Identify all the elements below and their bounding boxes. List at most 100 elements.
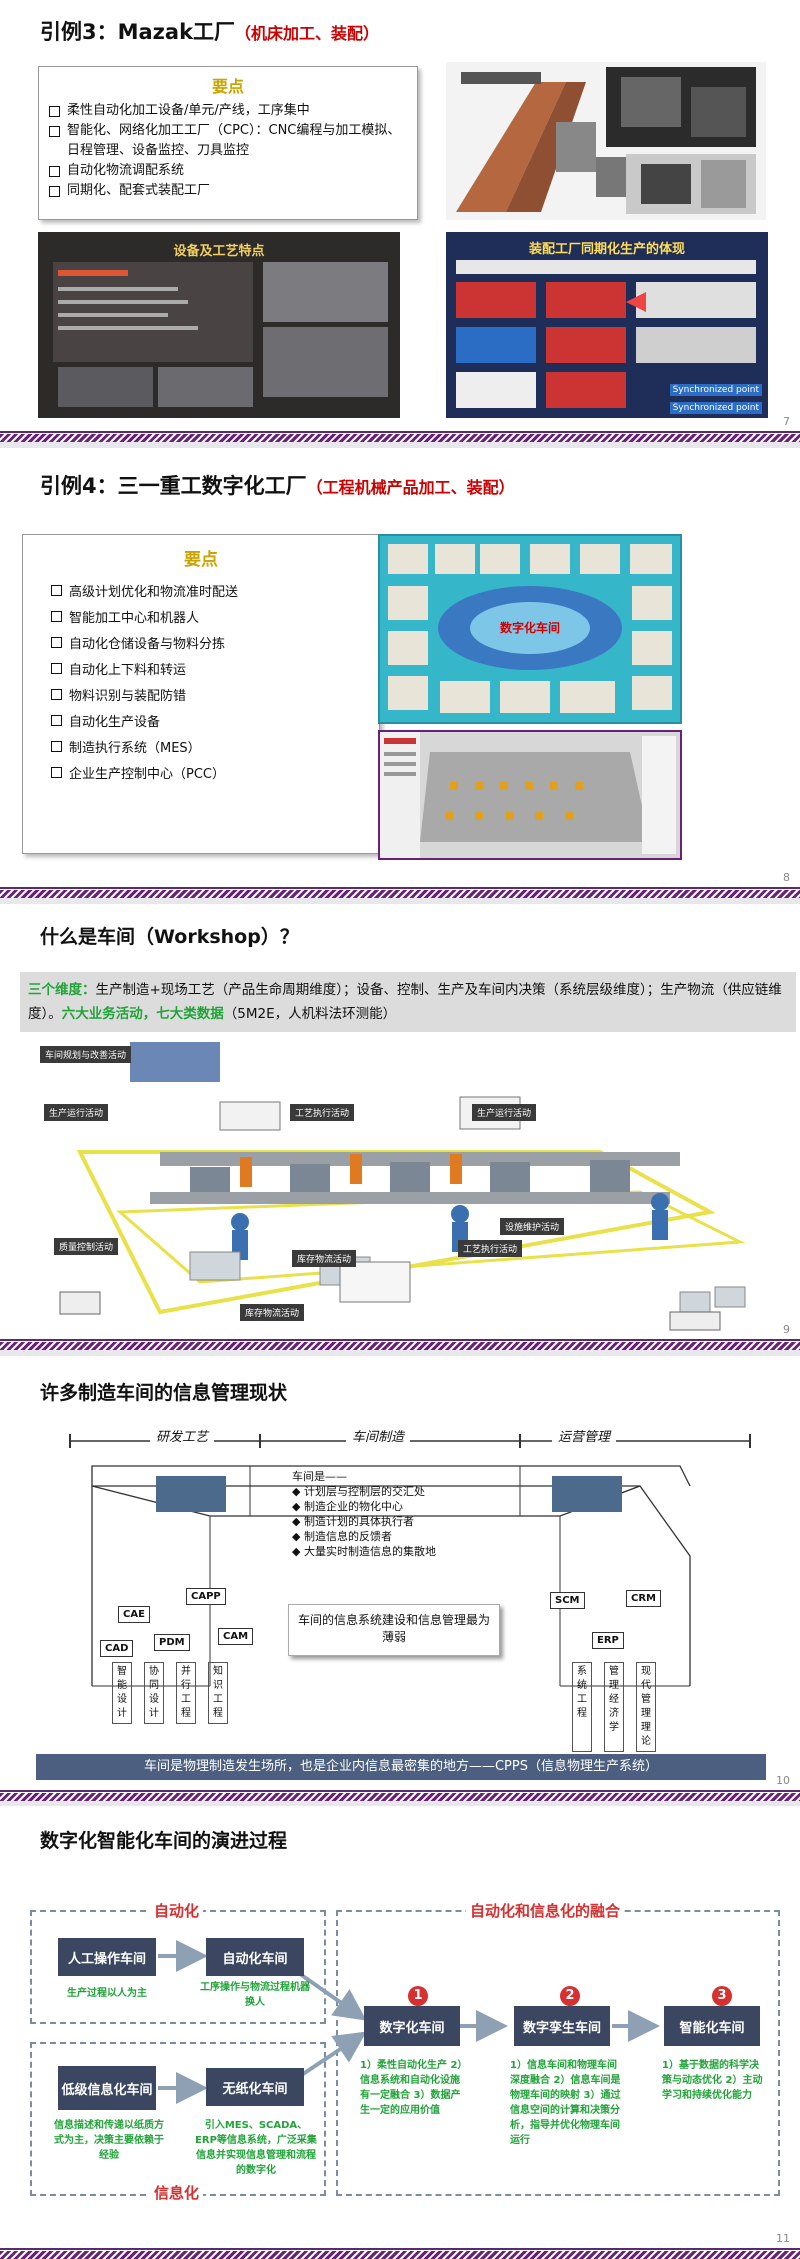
section-label: 车间制造 [346, 1426, 411, 1445]
step-badge: 2 [560, 1986, 580, 2006]
informatization-label: 信息化 [150, 2182, 204, 2203]
activities-heading: 六大业务活动，七大类数据 [61, 1006, 224, 1022]
footer-banner: 车间是物理制造发生场所，也是企业内信息最密集的地方——CPPS（信息物理生产系统… [36, 1754, 766, 1780]
slide-title: 数字化智能化车间的演进过程 [40, 1830, 288, 1852]
assembly-photo: 装配工厂同期化生产的体现 Synchronized point Synchron… [446, 232, 768, 418]
activity-label: 设施维护活动 [500, 1218, 565, 1235]
sync-label: Synchronized point [669, 402, 762, 414]
slide-workshop: 什么是车间（Workshop）？ 三个维度：生产制造+现场工艺（产品生命周期维度… [0, 904, 800, 1350]
system-tag: CAE [118, 1606, 150, 1623]
point: 智能加工中心和机器人 [49, 606, 365, 632]
method-col: 并行工程 [176, 1662, 196, 1724]
definition-item: ◆ 大量实时制造信息的集散地 [292, 1545, 436, 1558]
fusion-label: 自动化和信息化的融合 [466, 1900, 625, 1921]
manual-workshop-node: 人工操作车间 [58, 1938, 156, 1976]
photo-heading: 装配工厂同期化生产的体现 [528, 242, 685, 257]
point: 同期化、配套式装配工厂 [47, 181, 409, 201]
data-text: （5M2E，人机料法环测能） [223, 1006, 397, 1022]
point: 自动化物流调配系统 [47, 161, 409, 181]
right-methods: 系统工程 管理经济学 现代管理理论 [572, 1662, 656, 1752]
activity-label: 质量控制活动 [54, 1238, 119, 1255]
definition-head: 车间是—— [292, 1470, 347, 1483]
system-tag: SCM [550, 1592, 585, 1609]
dimensions-bar: 三个维度：生产制造+现场工艺（产品生命周期维度）；设备、控制、生产及车间内决策（… [20, 972, 796, 1032]
system-tag: CRM [626, 1590, 661, 1607]
point: 高级计划优化和物流准时配送 [49, 580, 365, 606]
definition-item: ◆ 制造信息的反馈者 [292, 1530, 392, 1543]
factory-line-image [446, 62, 766, 220]
bottom-bar [0, 2248, 800, 2259]
definition-item: ◆ 制造企业的物化中心 [292, 1500, 403, 1513]
point: 智能化、网络化加工工厂（CPC）：CNC编程与加工模拟、日程管理、设备监控、刀具… [47, 121, 409, 161]
system-tag: CAD [100, 1640, 134, 1657]
bottom-bar [0, 1790, 800, 1801]
slide-evolution: 数字化智能化车间的演进过程 自动化 信息化 自动化和信息化的融合 人工操作车间 … [0, 1806, 800, 2259]
page-number: 10 [776, 1774, 790, 1787]
auto-workshop-node: 自动化车间 [206, 1938, 304, 1976]
page-number: 7 [783, 415, 790, 428]
activity-label: 库存物流活动 [240, 1304, 305, 1321]
step-badge: 1 [408, 1986, 428, 2006]
activity-label: 工艺执行活动 [458, 1240, 523, 1257]
method-col: 现代管理理论 [636, 1662, 656, 1752]
workshop-definition: 车间是—— ◆ 计划层与控制层的交汇处 ◆ 制造企业的物化中心 ◆ 制造计划的具… [292, 1469, 502, 1559]
point: 制造执行系统（MES） [49, 736, 365, 762]
slide-info-status: 许多制造车间的信息管理现状 研发工艺 车间制造 运营管理 车间是—— ◆ 计划层… [0, 1356, 800, 1801]
slide-title: 什么是车间（Workshop）？ [40, 926, 299, 948]
method-col: 管理经济学 [604, 1662, 624, 1752]
point: 自动化上下料和转运 [49, 658, 365, 684]
bottom-bar [0, 887, 800, 898]
key-heading: 要点 [211, 77, 244, 96]
smart-desc: 1）基于数据的科学决策与动态优化 2）主动学习和持续优化能力 [662, 2060, 763, 2101]
bottom-bar [0, 1339, 800, 1350]
section-label: 运营管理 [552, 1426, 617, 1445]
twin-desc: 1）信息车间和物理车间深度融合 2）信息车间是物理车间的映射 3）通过信息空间的… [510, 2060, 621, 2146]
key-points-box: 要点 柔性自动化加工设备/单元/产线，工序集中 智能化、网络化加工工厂（CPC）… [38, 66, 418, 220]
lowinfo-workshop-node: 低级信息化车间 [58, 2066, 156, 2110]
definition-item: ◆ 制造计划的具体执行者 [292, 1515, 414, 1528]
paperless-desc: 引入MES、SCADA、ERP等信息系统，广泛采集信息并实现信息管理和流程的数字… [195, 2120, 317, 2176]
point: 物料识别与装配防错 [49, 684, 365, 710]
system-tag: CAPP [186, 1588, 226, 1605]
method-col: 智能设计 [112, 1662, 132, 1724]
activity-label: 库存物流活动 [292, 1250, 357, 1267]
section-label: 研发工艺 [150, 1426, 215, 1445]
system-tag: ERP [592, 1632, 624, 1649]
digital-workshop-node: 数字化车间 [364, 2006, 460, 2046]
point: 企业生产控制中心（PCC） [49, 762, 365, 788]
activity-label: 车间规划与改善活动 [40, 1046, 132, 1063]
paperless-workshop-node: 无纸化车间 [206, 2068, 304, 2106]
twin-workshop-node: 数字孪生车间 [514, 2006, 610, 2046]
page-number: 9 [783, 1323, 790, 1336]
automation-label: 自动化 [150, 1900, 204, 1921]
digital-workshop-diagram: 数字化车间 [378, 534, 682, 724]
key-points-box: 要点 高级计划优化和物流准时配送 智能加工中心和机器人 自动化仓储设备与物料分拣… [22, 534, 380, 854]
weakness-box: 车间的信息系统建设和信息管理最为薄弱 [288, 1604, 500, 1656]
system-tag: PDM [154, 1634, 190, 1651]
slide-sany: 引例4：三一重工数字化工厂（工程机械产品加工、装配） 要点 高级计划优化和物流准… [0, 448, 800, 898]
sync-label: Synchronized point [669, 384, 762, 396]
activity-label: 生产运行活动 [472, 1104, 537, 1121]
bottom-bar [0, 431, 800, 442]
lowinfo-desc: 信息描述和传递以纸质方式为主，决策主要依赖于经验 [54, 2120, 164, 2161]
method-col: 协同设计 [144, 1662, 164, 1724]
activity-label: 工艺执行活动 [290, 1104, 355, 1121]
method-col: 知识工程 [208, 1662, 228, 1724]
point: 自动化仓储设备与物料分拣 [49, 632, 365, 658]
key-points: 柔性自动化加工设备/单元/产线，工序集中 智能化、网络化加工工厂（CPC）：CN… [47, 101, 409, 201]
key-points: 高级计划优化和物流准时配送 智能加工中心和机器人 自动化仓储设备与物料分拣 自动… [49, 580, 365, 788]
manual-desc: 生产过程以人为主 [67, 1988, 147, 1999]
equipment-photo: 设备及工艺特点 [38, 232, 400, 418]
left-methods: 智能设计 协同设计 并行工程 知识工程 [112, 1662, 228, 1724]
page-number: 8 [783, 871, 790, 884]
step-badge: 3 [712, 1986, 732, 2006]
workshop-illustration: 车间规划与改善活动 生产运行活动 工艺执行活动 生产运行活动 质量控制活动 设施… [40, 1042, 762, 1332]
dims-text: 生产制造+现场工艺（产品生命周期维度）；设备、控制、生产及车间内决策（系统层级维… [28, 982, 782, 1022]
page-number: 11 [776, 2232, 790, 2245]
slide-title: 引例3：Mazak工厂（机床加工、装配） [40, 20, 380, 44]
slide-mazak: 引例3：Mazak工厂（机床加工、装配） 要点 柔性自动化加工设备/单元/产线，… [0, 0, 800, 442]
method-col: 系统工程 [572, 1662, 592, 1752]
ring-center: 数字化车间 [499, 621, 560, 635]
digital-desc: 1）柔性自动化生产 2）信息系统和自动化设施有一定融合 3）数据产生一定的应用价… [360, 2060, 463, 2116]
definition-item: ◆ 计划层与控制层的交汇处 [292, 1485, 425, 1498]
